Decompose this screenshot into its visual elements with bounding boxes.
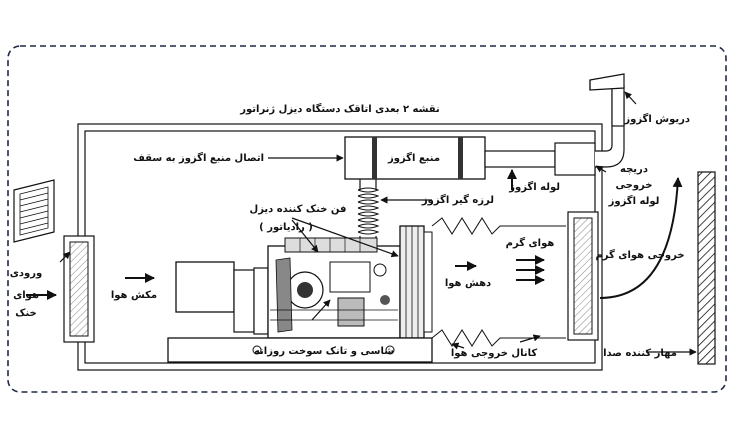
airflow-arrows (26, 169, 683, 300)
label-air-blow: دهش هوا (445, 278, 491, 289)
label-hot-air: هوای گرم (506, 236, 555, 249)
label-exhaust-damper-2: خروجی (616, 180, 653, 191)
leader-lines (59, 91, 697, 356)
label-exhaust-damper-3: لوله اگزوز (608, 194, 660, 207)
label-exhaust-muffler: منبع اگزوز (387, 151, 440, 164)
inlet-louver-wall (63, 235, 95, 343)
dashed-border (7, 45, 727, 393)
chassis-fuel-tank (167, 337, 433, 363)
label-air-intake: مکش هوا (111, 290, 157, 301)
flexible-air-duct (431, 217, 566, 347)
exhaust-pipe (484, 73, 625, 176)
label-diesel-cooling-fan: فن خنک کننده دیزل (250, 204, 347, 215)
label-cool-air-inlet-1: ورودی (10, 268, 43, 279)
diagram-title: نقشه ۲ بعدی اتاقک دستگاه دیزل ژنراتور (239, 102, 440, 115)
label-muffler-ceiling-mount: اتصال منبع اگزوز به سقف (133, 151, 264, 164)
label-vibration-isolator: لرزه گیر اگزوز (421, 193, 494, 206)
label-chassis-fuel-tank: شاسی و تانک سوخت روزانه (254, 346, 394, 357)
label-sound-attenuator: مهار کننده صدا (603, 348, 677, 359)
label-hot-air-outlet: خروجی هوای گرم (595, 248, 684, 261)
radiator (399, 225, 433, 339)
label-exhaust-pipe: لوله اگزوز (508, 180, 560, 193)
diesel-engine (267, 237, 401, 339)
sound-attenuator-wall (697, 171, 716, 365)
inlet-grille (13, 179, 55, 243)
label-radiator: ( رادیاتور ) (259, 222, 313, 233)
label-air-outlet-channel: کانال خروجی هوا (451, 348, 538, 359)
label-exhaust-damper-1: دریچه (620, 164, 648, 175)
label-cool-air-inlet-2: هوای (13, 290, 39, 301)
outlet-louver-wall (567, 211, 599, 341)
label-exhaust-rain-cap: دریوش اگزوز (623, 112, 690, 125)
alternator (175, 261, 269, 335)
label-cool-air-inlet-3: خنک (15, 308, 37, 319)
hot-air-outlet-curve (599, 177, 683, 299)
exhaust-muffler (344, 136, 486, 180)
